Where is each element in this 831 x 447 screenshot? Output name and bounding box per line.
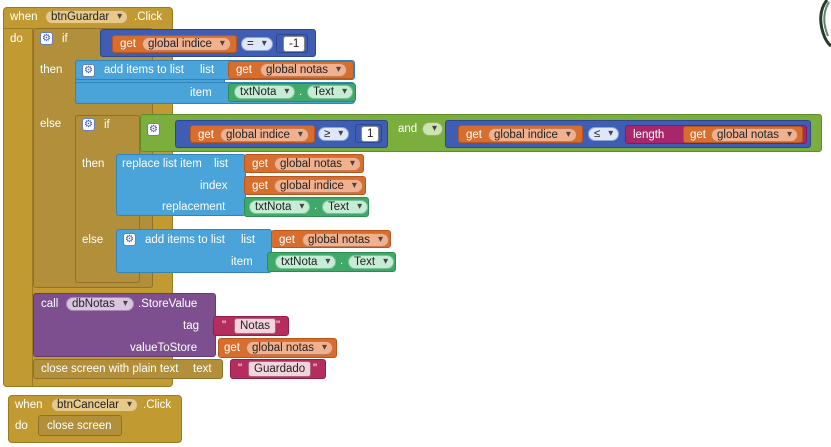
get-label: get [252, 158, 268, 170]
number-value[interactable]: 1 [361, 126, 380, 142]
component-dropdown[interactable]: txtNota [275, 255, 337, 269]
close-screen-plain-label: close screen with plain text [41, 363, 179, 375]
if-label: if [62, 33, 68, 45]
close-screen-with-plain-text-block[interactable] [33, 359, 223, 379]
variable-dropdown[interactable]: global notas [711, 128, 799, 142]
replace-label: replace list item [122, 158, 202, 170]
and-label: and [398, 123, 418, 135]
dot-label: . [340, 255, 344, 267]
get-label: get [120, 38, 136, 50]
replace-list-item-block[interactable] [116, 154, 246, 216]
add-items-to-list-block[interactable] [116, 229, 272, 273]
mutator-gear-icon[interactable]: ⚙ [123, 233, 136, 246]
item-socket-label: item [231, 256, 253, 268]
else-label: else [82, 234, 104, 246]
and-dropdown[interactable] [422, 122, 443, 136]
operator-dropdown[interactable]: ≤ [588, 127, 620, 141]
if-label: if [104, 119, 110, 131]
get-label: get [466, 129, 482, 141]
get-label: get [198, 129, 214, 141]
get-label: get [279, 234, 295, 246]
then-label: then [40, 64, 63, 76]
list-socket-label: list [200, 64, 215, 76]
property-dropdown[interactable]: Text [348, 255, 395, 269]
operator-dropdown[interactable]: = [241, 37, 273, 51]
quote-open: " [238, 363, 243, 375]
mutator-gear-icon[interactable]: ⚙ [82, 118, 95, 131]
mutator-gear-icon[interactable]: ⚙ [40, 32, 53, 45]
variable-dropdown[interactable]: global indice [488, 128, 577, 142]
text-value[interactable]: Notas [234, 318, 277, 334]
get-label: get [236, 64, 252, 76]
variable-dropdown[interactable]: global indice [220, 128, 309, 142]
variable-dropdown[interactable]: global notas [302, 233, 390, 247]
quote-close: " [313, 363, 318, 375]
variable-dropdown[interactable]: global indice [274, 179, 363, 193]
number-value[interactable]: -1 [283, 36, 306, 52]
index-socket-label: index [200, 180, 228, 192]
component-dropdown-btnCancelar[interactable]: btnCancelar [51, 398, 139, 412]
variable-dropdown[interactable]: global indice [142, 37, 231, 51]
component-dropdown-btnGuardar[interactable]: btnGuardar [45, 10, 129, 24]
property-dropdown[interactable]: Text [307, 85, 354, 99]
mutator-gear-icon[interactable]: ⚙ [82, 64, 95, 77]
mutator-gear-icon[interactable]: ⚙ [147, 123, 160, 136]
get-label: get [252, 180, 268, 192]
add-items-label: add items to list [104, 64, 184, 76]
variable-dropdown[interactable]: global notas [246, 341, 334, 355]
tag-socket-label: tag [183, 320, 199, 332]
else-label: else [40, 118, 62, 130]
component-dropdown[interactable]: txtNota [234, 85, 296, 99]
get-label: get [690, 129, 706, 141]
component-dropdown[interactable]: txtNota [249, 200, 311, 214]
operator-dropdown[interactable]: ≥ [318, 127, 350, 141]
replacement-socket-label: replacement [162, 201, 226, 213]
do-label: do [15, 420, 28, 432]
when-label: when [15, 399, 43, 411]
component-dropdown-dbNotas[interactable]: dbNotas [66, 297, 134, 311]
item-socket-label: item [190, 87, 212, 99]
event-name-label: .Click [134, 11, 163, 23]
dot-label: . [314, 200, 318, 212]
length-label: length [633, 129, 665, 141]
list-socket-label: list [214, 158, 229, 170]
when-label: when [10, 11, 38, 23]
method-label: .StoreValue [138, 298, 198, 310]
close-screen-label: close screen [47, 420, 112, 432]
dot-label: . [299, 86, 303, 98]
text-socket-label: text [193, 363, 212, 375]
get-label: get [224, 342, 240, 354]
do-label: do [10, 33, 23, 45]
then-label: then [82, 158, 105, 170]
variable-dropdown[interactable]: global notas [260, 63, 348, 77]
add-items-label: add items to list [145, 234, 225, 246]
quote-open: " [222, 320, 227, 332]
call-label: call [41, 298, 59, 310]
valueToStore-socket-label: valueToStore [130, 342, 198, 354]
list-socket-label: list [241, 234, 256, 246]
backpack-icon [819, 0, 831, 48]
text-value[interactable]: Guardado [248, 361, 312, 377]
event-name-label: .Click [143, 399, 172, 411]
quote-close: " [276, 320, 281, 332]
close-screen-block[interactable] [38, 415, 122, 436]
variable-dropdown[interactable]: global notas [274, 157, 362, 171]
event-body-strip [3, 28, 33, 387]
property-dropdown[interactable]: Text [322, 200, 369, 214]
